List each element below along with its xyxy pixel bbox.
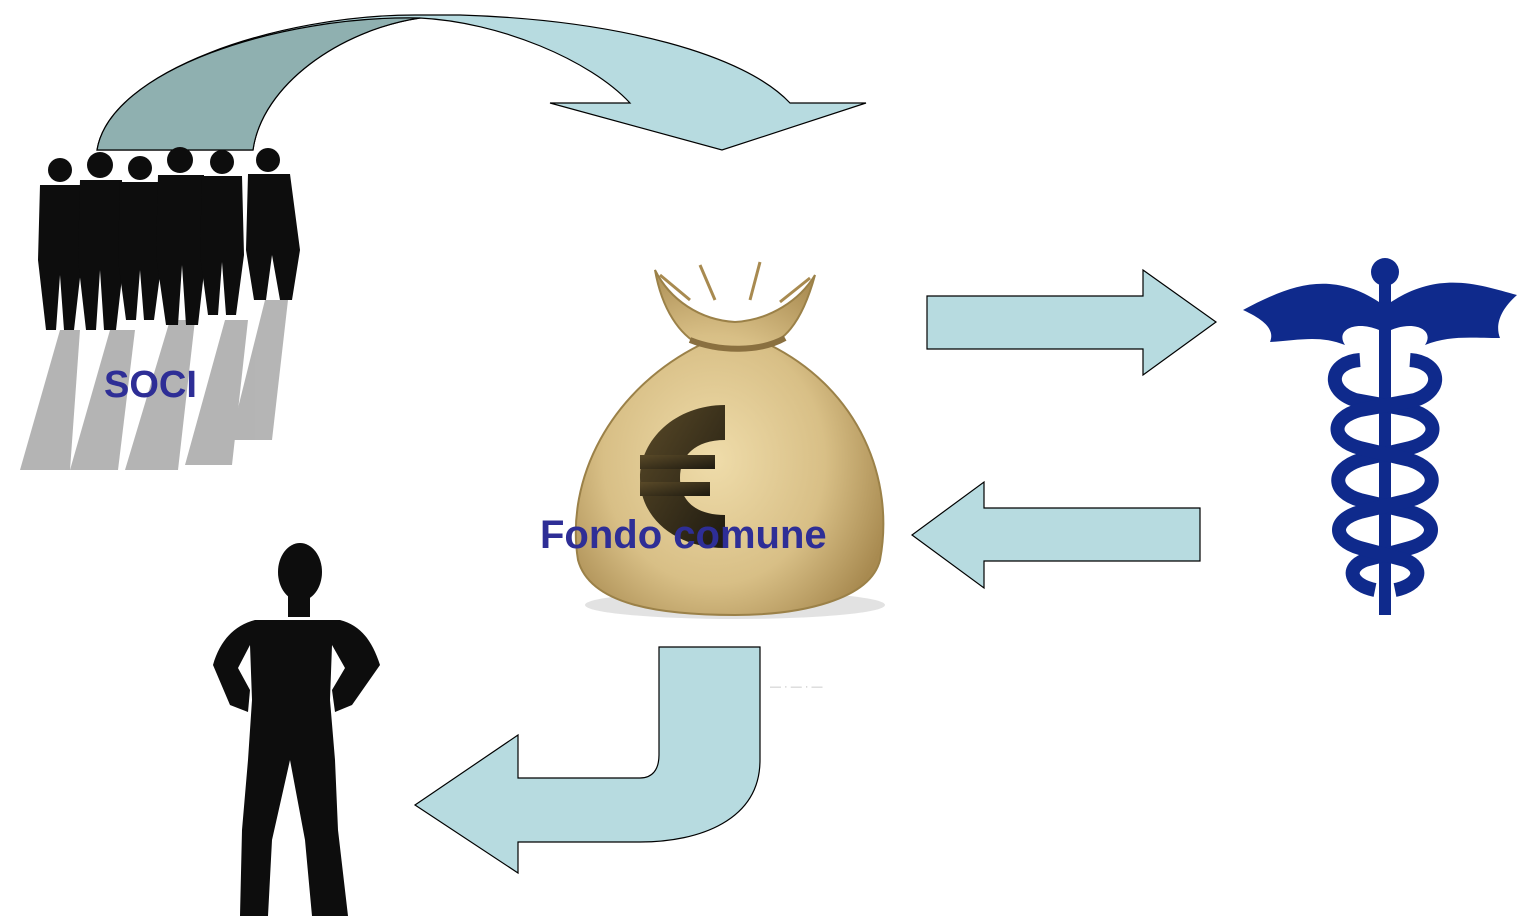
euro-symbol <box>640 405 725 548</box>
money-bag-euro-icon: — · — · — <box>574 261 885 693</box>
arrow-fund-to-person <box>413 646 761 875</box>
arrow-fund-to-medical <box>926 268 1218 377</box>
svg-text:— · — · —: — · — · — <box>770 681 823 693</box>
people-group-icon <box>20 147 300 470</box>
fund-label: Fondo comune <box>540 513 827 557</box>
caduceus-icon <box>1243 258 1517 615</box>
standing-person-icon <box>213 543 380 916</box>
arrow-soci-to-fund <box>96 14 867 151</box>
arrow-medical-to-fund <box>910 480 1201 590</box>
soci-label: SOCI <box>104 364 197 406</box>
